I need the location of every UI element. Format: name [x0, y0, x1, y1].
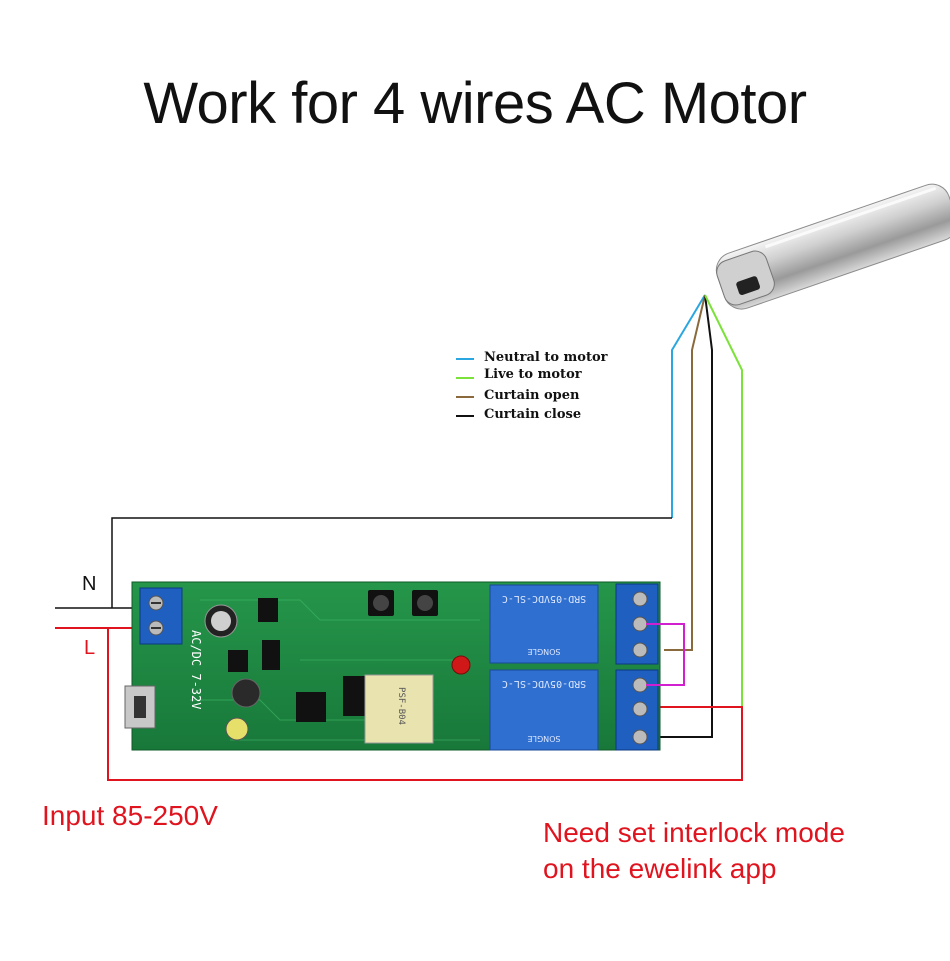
- live-label: L: [84, 637, 95, 659]
- legend: Neutral to motor Live to motor Curtain o…: [456, 350, 608, 422]
- ac-motor: [715, 183, 950, 310]
- live-wires: [107, 628, 743, 781]
- close-wire: [644, 294, 713, 738]
- chip: [228, 650, 248, 672]
- note-line: on the ewelink app: [543, 853, 777, 884]
- neutral-bus-wire: [111, 517, 672, 608]
- motor-wires: [644, 294, 743, 780]
- legend-item-close: Curtain close: [456, 407, 581, 422]
- capacitor-small: [225, 717, 249, 741]
- board-voltage-label: AC/DC 7-32V: [189, 630, 203, 709]
- open-wire: [664, 294, 706, 651]
- interlock-note: Need set interlock mode on the ewelink a…: [543, 815, 845, 887]
- neutral-label: N: [82, 573, 96, 595]
- input-terminal-block: [139, 587, 183, 645]
- relay-board: PSF-B04 AC/DC 7-32V SRD-05VDC-SL-C SONGL…: [124, 581, 685, 751]
- relay-brand: SONGLE: [527, 647, 560, 656]
- regulator: [296, 692, 326, 722]
- live-wire-motor: [704, 294, 743, 780]
- inductor: [231, 678, 261, 708]
- relay-1: SRD-05VDC-SL-C SONGLE: [489, 584, 599, 664]
- legend-item-live: Live to motor: [456, 367, 582, 382]
- input-voltage-label: Input 85-250V: [42, 800, 218, 831]
- legend-label: Live to motor: [484, 367, 582, 382]
- chip: [262, 640, 280, 670]
- neutral-wire: [671, 294, 706, 518]
- legend-item-neutral: Neutral to motor: [456, 350, 608, 365]
- chip: [258, 598, 278, 622]
- legend-label: Curtain close: [484, 407, 581, 422]
- page-title: Work for 4 wires AC Motor: [143, 71, 807, 136]
- led-indicator-icon: [451, 655, 471, 675]
- relay-2: SRD-05VDC-SL-C SONGLE: [489, 669, 599, 751]
- relay-brand: SONGLE: [527, 734, 560, 743]
- relay-label: SRD-05VDC-SL-C: [502, 593, 586, 604]
- legend-item-open: Curtain open: [456, 388, 580, 403]
- module-label: PSF-B04: [396, 687, 406, 725]
- interlock-jumper-wire: [646, 623, 685, 686]
- note-line: Need set interlock mode: [543, 817, 845, 848]
- output-terminal-block-2: [615, 669, 659, 751]
- wifi-module: PSF-B04: [364, 674, 434, 744]
- legend-label: Curtain open: [484, 388, 580, 403]
- relay-label: SRD-05VDC-SL-C: [502, 678, 586, 689]
- legend-label: Neutral to motor: [484, 350, 608, 365]
- live-loop-wire: [107, 628, 743, 781]
